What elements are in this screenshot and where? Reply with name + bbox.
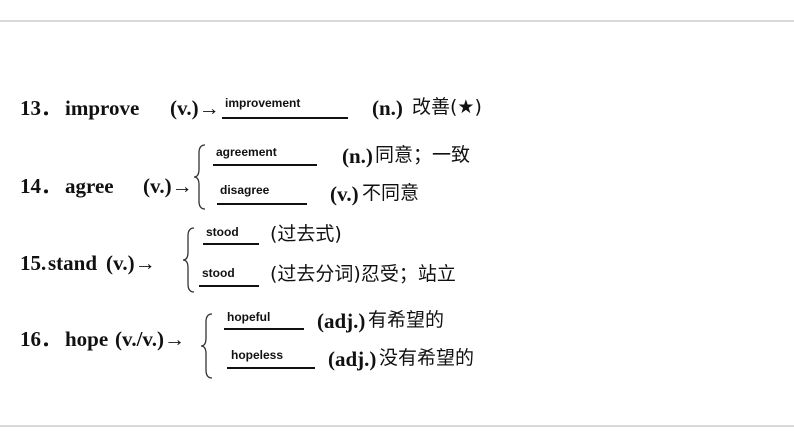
item-number: 13． <box>20 96 62 120</box>
item-number: 16． <box>20 327 62 351</box>
base-word: improve <box>65 96 140 120</box>
base-word: stand <box>48 251 98 275</box>
form-pos: (n.) <box>342 144 373 168</box>
form-meaning: 没有希望的 <box>379 347 475 369</box>
base-pos: (v.)→ <box>143 174 193 198</box>
answer-blank <box>203 243 259 245</box>
answer-text: disagree <box>220 183 270 197</box>
base-word: agree <box>65 174 114 198</box>
form-pos: (adj.) <box>328 347 377 371</box>
form-meaning: 不同意 <box>362 182 420 204</box>
form-pos: (adj.) <box>317 309 366 333</box>
answer-text: hopeless <box>231 348 284 362</box>
answer-text: improvement <box>225 96 301 110</box>
form-meaning: (过去分词)忍受；站立 <box>270 263 456 285</box>
item-number: 15. <box>20 251 47 275</box>
brace-icon <box>182 227 195 293</box>
base-pos: (v.)→ <box>170 96 220 120</box>
base-pos: (v.)→ <box>106 251 156 275</box>
answer-text: stood <box>202 266 235 280</box>
form-meaning: (过去式) <box>270 223 342 245</box>
answer-blank <box>199 285 259 287</box>
form-meaning: 同意；一致 <box>375 144 471 166</box>
answer-blank <box>227 367 315 369</box>
form-pos: (n.) <box>372 96 403 120</box>
item-number: 14． <box>20 174 62 198</box>
answer-text: stood <box>206 225 239 239</box>
answer-text: hopeful <box>227 310 271 324</box>
form-meaning: 改善(★) <box>412 96 482 118</box>
form-meaning: 有希望的 <box>368 309 445 331</box>
form-pos: (v.) <box>330 182 359 206</box>
answer-blank <box>224 328 304 330</box>
answer-blank <box>222 117 348 119</box>
brace-icon <box>193 144 206 210</box>
base-word: hope <box>65 327 109 351</box>
bottom-divider <box>0 425 794 427</box>
answer-blank <box>213 164 317 166</box>
answer-text: agreement <box>216 145 277 159</box>
base-pos: (v./v.)→ <box>115 327 186 351</box>
answer-blank <box>217 203 307 205</box>
top-divider <box>0 20 794 22</box>
brace-icon <box>200 313 213 379</box>
